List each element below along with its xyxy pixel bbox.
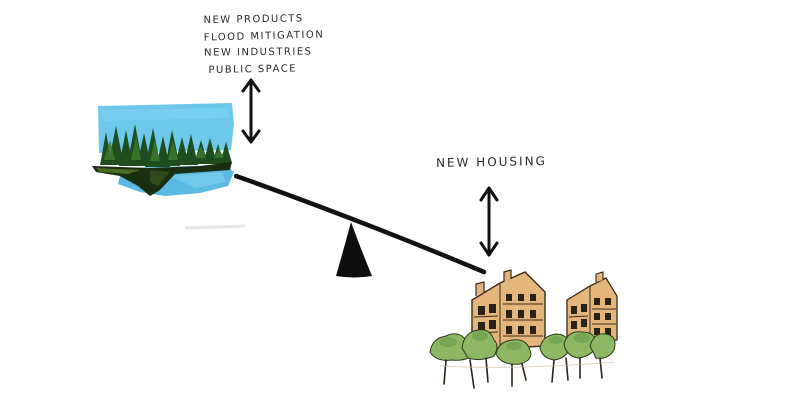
housing-label: New Housing [435,154,548,170]
arrow-housing-to-label [479,186,499,257]
benefit-public-space: Public Space [208,62,298,76]
arrow-forest-to-list [241,78,261,144]
fulcrum-triangle [336,222,372,278]
benefit-new-industries: New Industries [204,46,313,59]
forest-illustration [92,103,234,196]
smudge-mark [184,224,246,230]
housing-illustration [429,269,618,389]
benefit-new-products: New Products [203,13,304,27]
seesaw-beam [233,173,487,275]
benefits-list: New Products Flood Mitigation New Indust… [203,11,325,79]
